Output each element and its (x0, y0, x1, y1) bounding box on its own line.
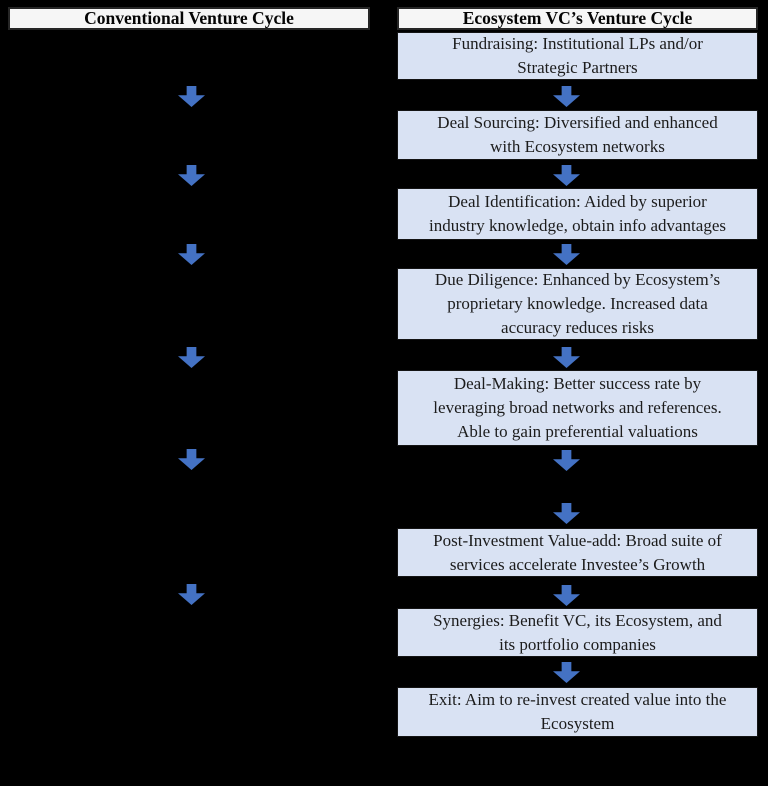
down-arrow-icon (553, 86, 580, 107)
flow-box-deal-sourcing: Deal Sourcing: Diversified and enhanced … (397, 110, 758, 160)
flow-box-post-investment-text: Post-Investment Value-add: Broad suite o… (433, 530, 722, 574)
flow-box-deal-making: Deal-Making: Better success rate by leve… (397, 370, 758, 446)
down-arrow-icon (178, 86, 205, 107)
flow-box-exit: Exit: Aim to re-invest created value int… (397, 687, 758, 737)
down-arrow-icon (553, 165, 580, 186)
flow-box-fundraising-text: Fundraising: Institutional LPs and/or St… (452, 34, 703, 77)
flow-box-synergies: Synergies: Benefit VC, its Ecosystem, an… (397, 608, 758, 657)
flow-box-fundraising: Fundraising: Institutional LPs and/or St… (397, 32, 758, 80)
column-header-ecosystem: Ecosystem VC’s Venture Cycle (397, 7, 758, 30)
column-header-conventional-label: Conventional Venture Cycle (84, 8, 294, 28)
down-arrow-icon (553, 450, 580, 471)
column-header-conventional: Conventional Venture Cycle (8, 7, 370, 30)
flow-box-exit-text: Exit: Aim to re-invest created value int… (428, 690, 727, 733)
flow-box-deal-identification-text: Deal Identification: Aided by superior i… (429, 192, 726, 235)
flow-box-due-diligence: Due Diligence: Enhanced by Ecosystem’s p… (397, 268, 758, 340)
column-header-ecosystem-label: Ecosystem VC’s Venture Cycle (462, 8, 693, 28)
down-arrow-icon (178, 165, 205, 186)
flow-box-due-diligence-text: Due Diligence: Enhanced by Ecosystem’s p… (434, 270, 721, 337)
down-arrow-icon (553, 503, 580, 524)
flow-box-post-investment: Post-Investment Value-add: Broad suite o… (397, 528, 758, 577)
down-arrow-icon (178, 449, 205, 470)
down-arrow-icon (553, 347, 580, 368)
down-arrow-icon (553, 585, 580, 606)
flow-box-synergies-text: Synergies: Benefit VC, its Ecosystem, an… (433, 610, 722, 654)
flow-box-deal-identification: Deal Identification: Aided by superior i… (397, 188, 758, 240)
down-arrow-icon (178, 244, 205, 265)
down-arrow-icon (553, 244, 580, 265)
flow-box-deal-making-text: Deal-Making: Better success rate by leve… (433, 374, 722, 441)
down-arrow-icon (178, 584, 205, 605)
down-arrow-icon (553, 662, 580, 683)
down-arrow-icon (178, 347, 205, 368)
flow-box-deal-sourcing-text: Deal Sourcing: Diversified and enhanced … (437, 113, 718, 156)
